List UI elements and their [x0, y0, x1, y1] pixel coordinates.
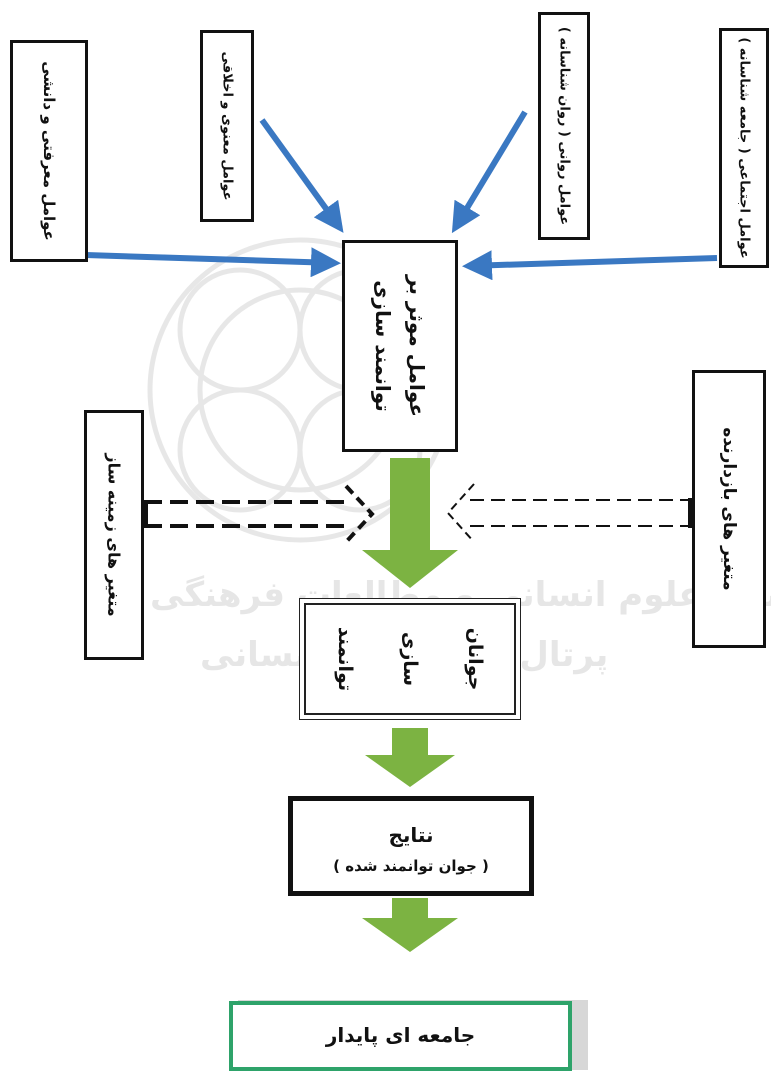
- empower-word-3: جوانان: [464, 627, 486, 691]
- arrow-moral: [259, 118, 344, 233]
- inhibitor-variable-box: متغیر های بازدارنده: [692, 370, 766, 648]
- green-arrow-1: [362, 458, 458, 588]
- center-line-2: توانمند سازی: [371, 280, 395, 412]
- center-label: عوامل موثر بر توانمند سازی: [366, 275, 434, 417]
- dashed-arrowhead-context: [344, 484, 375, 544]
- empower-word-2: سازی: [399, 631, 421, 687]
- green-arrow-2: [365, 728, 455, 787]
- dashed-arrowhead-inhibitor: [446, 483, 475, 543]
- arrow-cultural: [85, 247, 341, 278]
- center-box: عوامل موثر بر توانمند سازی: [342, 240, 458, 452]
- context-variable-label: متغیر های زمینه ساز: [104, 453, 124, 617]
- inhibitor-variable-label: متغیر های بازدارنده: [719, 427, 739, 591]
- factor-box-moral: عوامل معنوی و اخلاقی: [200, 30, 254, 222]
- dashed-arrow-inhibitor: [470, 499, 692, 527]
- results-box: نتایج ( جوان توانمند شده ): [288, 796, 534, 896]
- empowerment-box: توانمند سازی جوانان: [299, 598, 521, 720]
- results-subtitle: ( جوان توانمند شده ): [333, 857, 489, 875]
- dashed-arrow-context: [144, 500, 350, 528]
- arrow-psych: [451, 110, 528, 234]
- factor-label-cultural: عوامل معرفتی و دانشی: [40, 61, 58, 241]
- factor-box-cultural: عوامل معرفتی و دانشی: [10, 40, 88, 262]
- results-title: نتایج: [388, 823, 434, 847]
- final-label: جامعه ای پایدار: [325, 1023, 476, 1047]
- empower-word-1: توانمند: [334, 626, 356, 692]
- center-line-1: عوامل موثر بر: [405, 274, 429, 418]
- final-box: جامعه ای پایدار: [229, 1001, 572, 1071]
- factor-label-moral: عوامل معنوی و اخلاقی: [219, 51, 235, 201]
- green-arrow-3: [362, 898, 458, 952]
- factor-box-psych: عوامل روانی ( روان شناسانه ): [538, 12, 590, 240]
- context-variable-box: متغیر های زمینه ساز: [84, 410, 144, 660]
- arrow-social: [462, 250, 718, 281]
- connector-stub-inhibitor: [688, 498, 694, 528]
- factor-label-psych: عوامل روانی ( روان شناسانه ): [556, 26, 572, 226]
- connector-stub-context: [140, 500, 148, 528]
- factor-label-social: عوامل اجتماعی ( جامعه شناسانه ): [736, 37, 752, 259]
- factor-box-social: عوامل اجتماعی ( جامعه شناسانه ): [719, 28, 769, 268]
